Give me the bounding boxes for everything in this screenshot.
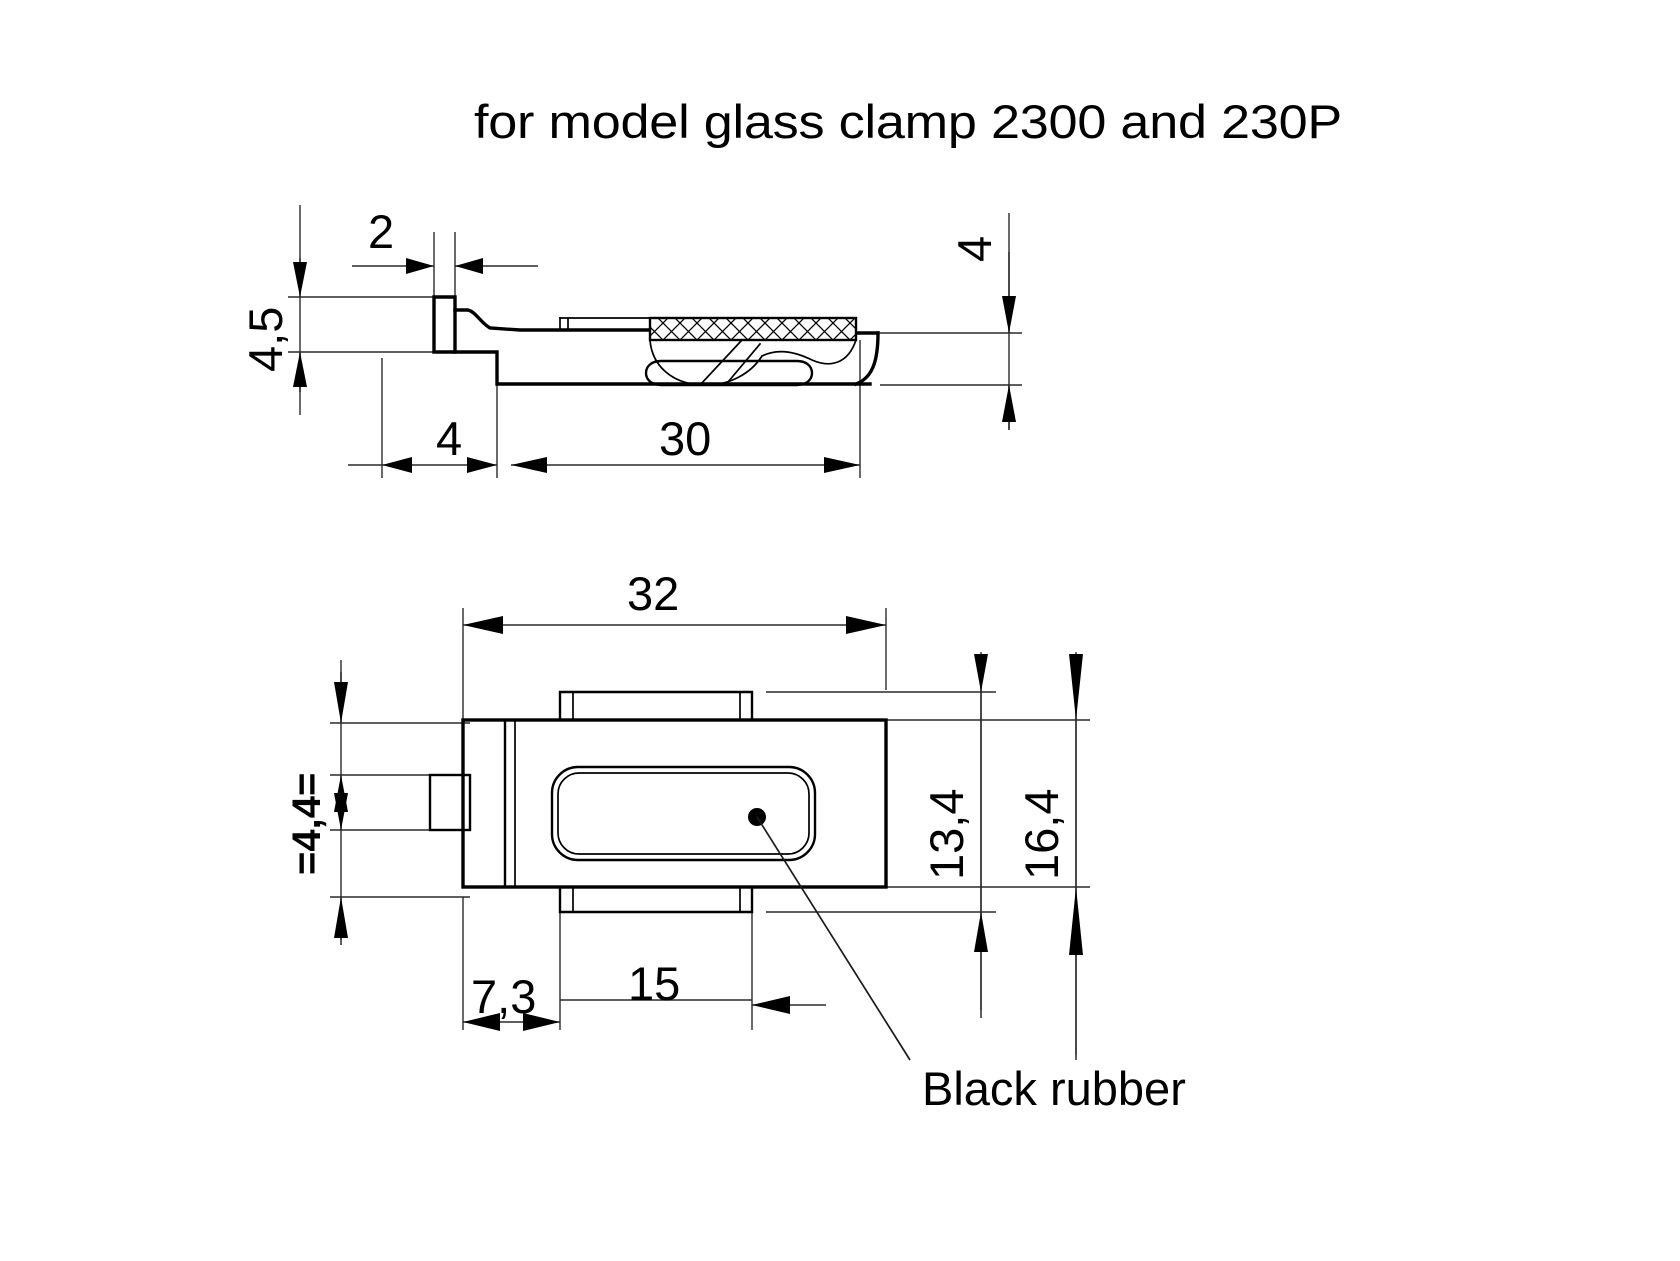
side-view-extension-lines: [288, 205, 1022, 478]
internal-cavity-detail: [644, 338, 858, 387]
black-rubber-annotation: Black rubber: [756, 816, 1186, 1115]
dimension-30: 30: [511, 412, 860, 473]
dimension-15: 15: [560, 957, 826, 1014]
dimension-2: 2: [352, 205, 538, 274]
dimension-4-4: =4,4=: [285, 672, 348, 945]
drawing-title: for model glass clamp 2300 and 230P: [474, 95, 1342, 148]
side-elevation-view: 2 4,5 4: [239, 205, 1022, 478]
dimension-13-4: 13,4: [920, 654, 988, 1018]
dimension-label-7-3: 7,3: [471, 970, 536, 1023]
rubber-pad: [550, 765, 817, 862]
dimension-label-15: 15: [628, 957, 680, 1010]
dimension-label-2: 2: [368, 205, 394, 258]
dimension-4-bottom: 4: [348, 412, 497, 473]
plan-view: 32 =4,4= 13,4: [285, 567, 1186, 1115]
black-rubber-label: Black rubber: [922, 1062, 1186, 1115]
dimension-16-4: 16,4: [1015, 654, 1083, 1060]
dimension-4-right: 4: [948, 236, 1016, 430]
dimension-label-4-5: 4,5: [239, 307, 292, 372]
dimension-label-32: 32: [627, 567, 679, 620]
dimension-label-4-4: =4,4=: [285, 773, 329, 875]
dimension-label-4-bottom: 4: [436, 412, 462, 465]
plan-view-extension-lines: [330, 608, 1090, 1055]
dimension-7-3: 7,3: [463, 970, 560, 1031]
dimension-label-16-4: 16,4: [1015, 789, 1068, 880]
dimension-label-13-4: 13,4: [920, 789, 973, 880]
dimension-32: 32: [463, 567, 886, 634]
clamp-plan-outline: [428, 690, 888, 914]
dimension-4-5: 4,5: [239, 258, 307, 392]
rubber-grip-strip-section: [648, 316, 858, 342]
dimension-label-4-right: 4: [948, 236, 1001, 262]
dimension-label-30: 30: [659, 412, 711, 465]
